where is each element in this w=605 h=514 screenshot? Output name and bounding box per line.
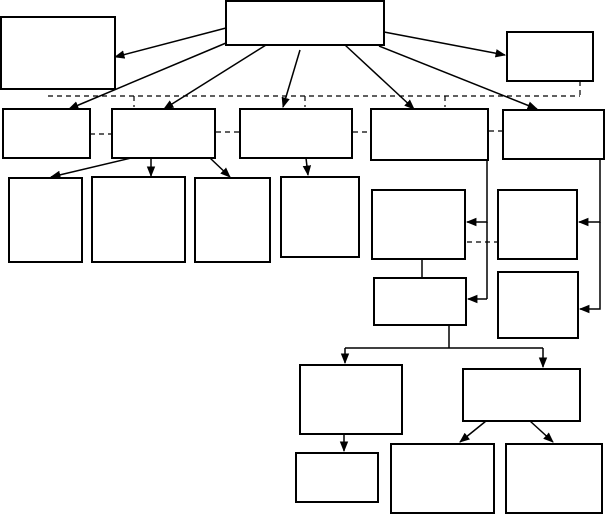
arrow-root-l1-d [344, 44, 415, 110]
node-b-child-2[interactable] [91, 176, 186, 263]
elbow-e-child-2 [578, 222, 601, 314]
node-right-top[interactable] [506, 31, 594, 82]
arrow-root-left-top [113, 27, 227, 59]
node-d-child-1[interactable] [371, 189, 466, 260]
arrow-branch-right-child-2 [529, 420, 554, 443]
arrow-root-l1-c [281, 49, 301, 109]
node-l1-d[interactable] [370, 108, 489, 161]
node-e-child-2[interactable] [497, 271, 579, 339]
node-l1-e[interactable] [502, 109, 605, 160]
arrow-c-child-1 [302, 157, 312, 177]
node-e-child-1[interactable] [497, 189, 578, 260]
node-l1-c[interactable] [239, 108, 353, 159]
node-b-child-1[interactable] [8, 177, 83, 263]
arrow-root-right-top [383, 31, 507, 58]
node-branch-right-child-2[interactable] [505, 443, 603, 514]
arrow-branch-right-child-1 [459, 420, 487, 443]
arrow-b-child-1 [49, 157, 132, 179]
node-l1-b[interactable] [111, 108, 216, 159]
elbow-d-child-1 [465, 160, 488, 227]
node-b-child-3[interactable] [194, 177, 271, 263]
node-branch-left-child[interactable] [295, 452, 379, 503]
node-c-child-1[interactable] [280, 176, 360, 258]
node-root[interactable] [225, 0, 385, 46]
node-branch-left[interactable] [299, 364, 403, 435]
node-branch-right-child-1[interactable] [390, 443, 495, 514]
arrows [49, 27, 601, 453]
elbow-e-child-1 [577, 159, 601, 227]
node-branch-right[interactable] [462, 368, 581, 422]
arrow-root-l1-e [378, 45, 538, 110]
node-l1-a[interactable] [2, 108, 91, 159]
dashed-connectors [48, 81, 581, 243]
arrow-root-l1-a [68, 42, 227, 110]
arrow-root-l1-b [163, 44, 267, 110]
node-d-child-2[interactable] [373, 277, 467, 326]
node-left-top[interactable] [0, 16, 116, 90]
arrow-b-child-3 [209, 157, 231, 178]
